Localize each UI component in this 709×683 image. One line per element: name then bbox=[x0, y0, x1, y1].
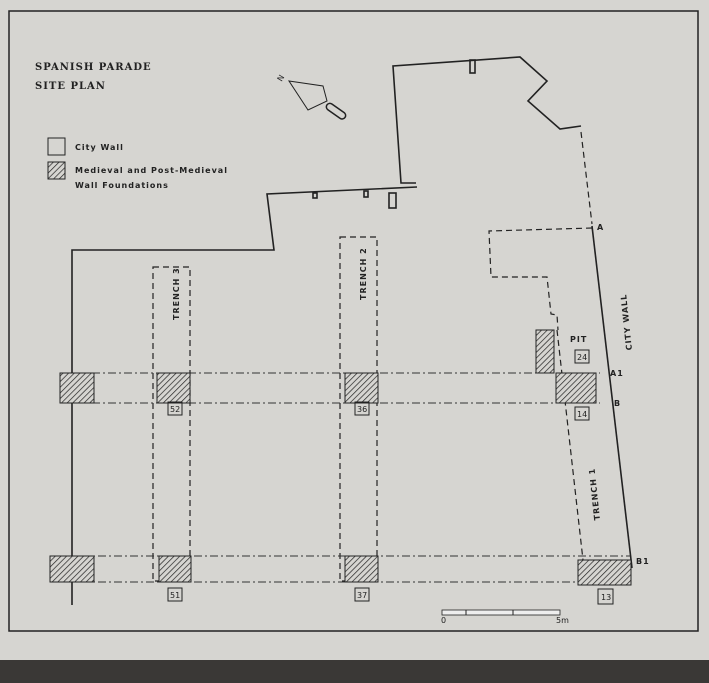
svg-text:52: 52 bbox=[170, 405, 180, 414]
north-arrow-icon: N bbox=[276, 73, 347, 120]
legend-foundations-swatch bbox=[47, 161, 66, 180]
city-wall-line bbox=[71, 186, 418, 605]
plan-title-line1: SPANISH PARADE bbox=[35, 62, 152, 73]
legend-foundations-line1: Medieval and Post-Medieval bbox=[75, 166, 228, 175]
svg-text:24: 24 bbox=[577, 353, 587, 362]
city-wall-label: CITY WALL bbox=[619, 293, 634, 350]
north-label: N bbox=[276, 73, 287, 83]
svg-text:51: 51 bbox=[170, 591, 180, 600]
point-a: A bbox=[597, 223, 604, 232]
map-frame bbox=[8, 10, 699, 632]
scale-bar: 0 5m bbox=[441, 609, 569, 625]
plan-title-line2: SITE PLAN bbox=[35, 81, 106, 92]
legend-foundations-line2: Wall Foundations bbox=[75, 181, 169, 190]
svg-text:0: 0 bbox=[441, 616, 446, 625]
point-b: B bbox=[614, 399, 621, 408]
svg-text:5m: 5m bbox=[556, 616, 569, 625]
point-b1: B1 bbox=[636, 557, 650, 566]
trench-2-label: TRENCH 2 bbox=[359, 247, 368, 300]
svg-text:14: 14 bbox=[577, 410, 587, 419]
svg-text:36: 36 bbox=[357, 405, 367, 414]
trench-2 bbox=[339, 236, 378, 582]
trench-3-label: TRENCH 3 bbox=[172, 267, 181, 320]
context-numbers: 52 36 24 14 51 37 13 bbox=[167, 349, 614, 605]
pit-label: PIT bbox=[570, 335, 587, 344]
legend: City Wall Medieval and Post-Medieval Wal… bbox=[47, 137, 228, 190]
trench-3 bbox=[152, 266, 191, 582]
svg-text:13: 13 bbox=[601, 593, 611, 602]
wall-foundations bbox=[49, 329, 632, 586]
legend-city-wall: City Wall bbox=[75, 143, 124, 152]
legend-city-wall-swatch bbox=[47, 137, 66, 156]
trench-1-label: TRENCH 1 bbox=[588, 467, 602, 520]
document-page: SPANISH PARADE SITE PLAN N City Wall Med… bbox=[0, 0, 709, 660]
point-a1: A1 bbox=[610, 369, 624, 378]
svg-text:37: 37 bbox=[357, 591, 367, 600]
